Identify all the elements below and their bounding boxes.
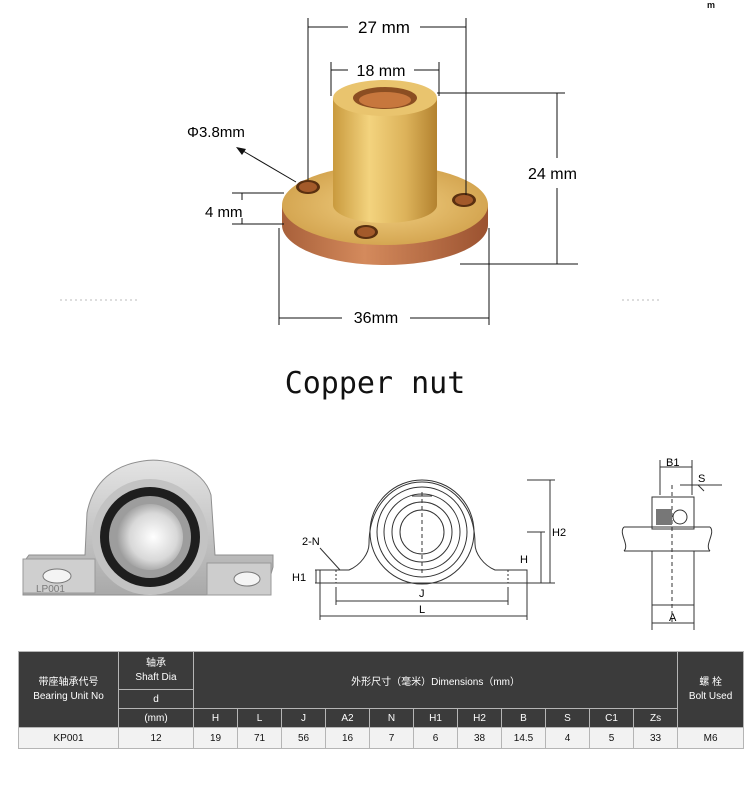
page-title: Copper nut [284,366,466,401]
housing-label: LP001 [36,584,65,595]
ball [672,509,688,525]
pillow-block-photo: LP001 [22,459,274,596]
housing-outline [319,481,528,584]
col-header: B [501,708,546,728]
label-j: J [419,588,425,600]
col-header: N [369,708,414,728]
col-header: A2 [325,708,370,728]
cell-unit: KP001 [18,727,119,749]
col-header: H2 [457,708,502,728]
label-l: L [419,604,425,616]
cell-bolt: M6 [677,727,745,749]
cell-value: 6 [413,727,458,749]
side-section-drawing: B1 S A [621,457,722,630]
copper-nut-diagram: 27 mm 18 mm Φ3.8mm 4 mm 24 mm 36mm [60,18,660,327]
header-d: d [118,689,194,709]
bolt-slot [233,571,261,587]
section-hatch [656,509,672,525]
col-header: H1 [413,708,458,728]
label-h1: H1 [292,572,306,584]
cell-value: 38 [457,727,502,749]
front-view-drawing: 2-N H1 H H2 J L [292,479,566,620]
cell-d: 12 [118,727,194,749]
cell-value: 7 [369,727,414,749]
dim-bore-18: 18 mm [357,63,406,80]
cell-value: 33 [632,727,679,749]
dim-flange-4: 4 mm [205,204,243,221]
col-header: Zs [632,708,679,728]
label-b1: B1 [666,457,679,469]
col-header: J [281,708,326,728]
nut-body [333,80,437,223]
col-header: L [237,708,282,728]
bearing-bore [117,504,183,570]
label-2n: 2-N [302,536,320,548]
cell-value: 71 [237,727,282,749]
nut-dimension-lines [232,18,578,325]
cell-value: 19 [193,727,238,749]
header-dimensions: 外形尺寸（毫米）Dimensions（mm） [192,651,679,709]
dim-width-27: 27 mm [358,18,410,37]
table-row: KP001 12 19 71 56 16 7 6 38 14.5 4 5 33 … [18,727,745,749]
bolt-slot [42,568,72,584]
cell-value: 16 [325,727,370,749]
label-a: A [669,612,677,624]
cell-value: 5 [589,727,634,749]
col-header: S [545,708,590,728]
dim-hole-dia: Φ3.8mm [187,124,245,141]
header-unit-mm: (mm) [118,708,194,728]
cell-value: 56 [281,727,326,749]
label-h: H [520,554,528,566]
dim-height-24: 24 mm [528,166,577,183]
label-h2: H2 [552,527,566,539]
cell-value: 14.5 [501,727,546,749]
col-header: C1 [589,708,634,728]
dim-flange-36: 36mm [354,310,398,327]
col-header: H [193,708,238,728]
label-s: S [698,473,705,485]
corner-mark: m [707,0,716,10]
cell-value: 4 [545,727,590,749]
